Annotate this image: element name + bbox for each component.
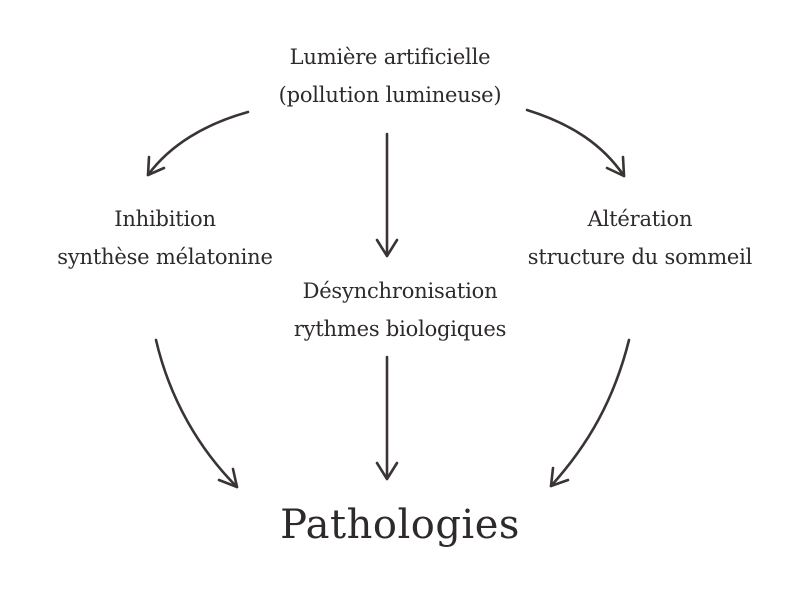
arrowhead-source-to-inhibition <box>146 155 166 177</box>
arrowhead-source-to-alteration <box>605 155 626 178</box>
arrowhead-alteration-to-pathologies <box>549 466 570 488</box>
node-rhythm-desynchronisation-line-1: Désynchronisation <box>302 279 498 303</box>
node-rhythm-desynchronisation-line-2: rythmes biologiques <box>293 317 507 341</box>
node-artificial-light-line-2: (pollution lumineuse) <box>278 83 502 107</box>
arrowhead-desynchronisation-to-pathologies <box>375 461 399 481</box>
arrow-inhibition-to-pathologies <box>154 338 239 489</box>
arrowhead-source-to-desynchronisation <box>375 238 399 258</box>
node-artificial-light-line-1: Lumière artificielle <box>289 45 491 69</box>
node-pathologies-label: Pathologies <box>280 502 520 548</box>
arrow-alteration-to-pathologies <box>549 338 631 488</box>
node-melatonin-inhibition-line-2: synthèse mélatonine <box>57 245 273 269</box>
arrowhead-inhibition-to-pathologies <box>217 467 239 489</box>
arrow-source-to-alteration <box>525 108 626 178</box>
node-melatonin-inhibition: Inhibition synthèse mélatonine <box>30 200 300 276</box>
node-sleep-alteration-line-2: structure du sommeil <box>527 245 753 269</box>
arrow-source-to-inhibition <box>146 110 250 177</box>
node-sleep-alteration-line-1: Altération <box>587 207 693 231</box>
node-pathologies: Pathologies <box>240 495 560 555</box>
node-rhythm-desynchronisation: Désynchronisation rythmes biologiques <box>255 272 545 348</box>
node-melatonin-inhibition-line-1: Inhibition <box>114 207 216 231</box>
node-artificial-light: Lumière artificielle (pollution lumineus… <box>250 38 530 114</box>
node-sleep-alteration: Altération structure du sommeil <box>505 200 775 276</box>
